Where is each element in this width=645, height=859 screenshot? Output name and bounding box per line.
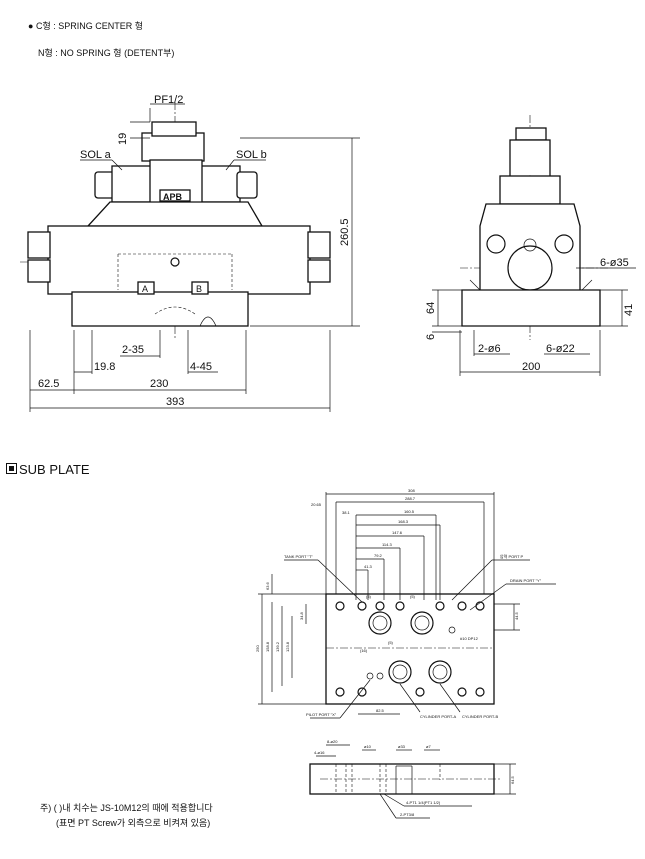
dim-side-64-5: 64.5 xyxy=(510,775,515,784)
dim-19-8: 19.8 xyxy=(94,361,115,373)
dim-79-2: 79.2 xyxy=(374,553,383,558)
label-pilot-port: PILOT PORT "X" xyxy=(306,712,337,717)
dim-34-8: 34.8 xyxy=(299,611,304,620)
dim-139-2: 139.2 xyxy=(275,641,280,652)
label-2-pt3-8: 2-PT3/8 xyxy=(400,812,415,817)
dim-5-b: (5) xyxy=(410,594,416,599)
label-4-pt1-1-4: 4-PT1 1/4(PT1 1/2) xyxy=(406,800,441,805)
note-n-type: N형 : NO SPRING 형 (DETENT부) xyxy=(38,48,175,58)
dim-16: (16) xyxy=(360,648,368,653)
label-tank-port: TANK PORT "T" xyxy=(284,554,313,559)
label-pf1-2: PF1/2 xyxy=(154,94,183,106)
dim-250: 250 xyxy=(255,645,260,652)
dim-308: 308 xyxy=(408,488,415,493)
dim-19: 19 xyxy=(117,133,129,145)
valve-front-view: 260.5 19 PF1/2 SOL a SOL b APB A B 393 6… xyxy=(20,94,360,412)
dim-6-35: 6-ø35 xyxy=(600,257,629,269)
dim-20-65: 20.65 xyxy=(311,502,322,507)
subplate-title-text: SUB PLATE xyxy=(19,462,90,477)
label-cylinder-port-b: CYLINDER PORT-B xyxy=(462,714,498,719)
label-d10: ø10 xyxy=(364,744,372,749)
label-d33: ø33 xyxy=(398,744,406,749)
dim-41: 41 xyxy=(623,304,635,316)
note-c-type: ● C형 : SPRING CENTER 형 xyxy=(28,19,143,32)
dim-82-5: 82.5 xyxy=(376,708,385,713)
footnote-line-2: (표면 PT Screw가 외측으로 비켜져 있음) xyxy=(56,818,211,828)
bullet-icon: ● xyxy=(28,21,34,31)
label-sol-a: SOL a xyxy=(80,149,112,161)
label-tap: #10 DP12 xyxy=(460,636,479,641)
label-pressure-port: 압력 PORT P xyxy=(500,553,524,559)
dim-160-5: 160.5 xyxy=(404,509,415,514)
dim-41-3: 41.3 xyxy=(364,564,373,569)
label-apb: APB xyxy=(163,192,183,202)
label-8-d20: 8-ø20 xyxy=(327,739,338,744)
square-bullet-icon xyxy=(6,463,17,474)
dim-393: 393 xyxy=(166,396,184,408)
dim-114-3: 114.3 xyxy=(382,542,392,547)
label-port-b: B xyxy=(196,284,202,294)
dim-44-5: 44.5 xyxy=(514,611,519,620)
label-port-a: A xyxy=(142,284,148,294)
dim-260-5: 260.5 xyxy=(339,218,351,246)
note-c-type-text: C형 : SPRING CENTER 형 xyxy=(35,21,144,31)
dim-158-8: 158.8 xyxy=(265,641,270,652)
dim-288-7: 288.7 xyxy=(405,496,416,501)
dim-5-a: (5) xyxy=(366,594,372,599)
dim-147-6: 147.6 xyxy=(392,530,403,535)
dim-63-6: 63.6 xyxy=(265,581,270,590)
dim-2-6: 2-ø6 xyxy=(478,343,501,355)
valve-side-view: 64 6 41 6-ø35 200 2-ø6 6-ø22 xyxy=(425,115,636,376)
subplate-title: SUB PLATE xyxy=(6,462,90,477)
dim-6: 6 xyxy=(425,334,437,340)
label-sol-b: SOL b xyxy=(236,149,267,161)
dim-62-5: 62.5 xyxy=(38,378,59,390)
label-4-d16: 4-ø16 xyxy=(314,750,325,755)
dim-2-35: 2-35 xyxy=(122,344,144,356)
dim-64: 64 xyxy=(425,302,437,314)
dim-123-8: 123.8 xyxy=(285,641,290,652)
subplate-top-view: 308 288.7 20.65 38.1 160.5 168.3 147.6 1… xyxy=(255,488,556,719)
subplate-side-view: 8-ø20 4-ø16 ø10 ø33 ø7 64.5 4-PT1 1/4(PT… xyxy=(309,739,516,819)
dim-230: 230 xyxy=(150,378,168,390)
dim-5-c: (5) xyxy=(388,640,394,645)
dim-200: 200 xyxy=(522,361,540,373)
label-d7: ø7 xyxy=(426,744,431,749)
subplate-holes xyxy=(335,601,485,697)
dim-4-45: 4-45 xyxy=(190,361,212,373)
dim-38-1: 38.1 xyxy=(342,510,351,515)
label-drain-port: DRAIN PORT "Y" xyxy=(510,578,542,583)
label-cylinder-port-a: CYLINDER PORT-A xyxy=(420,714,456,719)
dim-168-3: 168.3 xyxy=(398,519,409,524)
dim-6-22: 6-ø22 xyxy=(546,343,575,355)
footnote-line-1: 주) ( )내 치수는 JS-10M12의 때에 적용합니다 xyxy=(40,803,213,813)
